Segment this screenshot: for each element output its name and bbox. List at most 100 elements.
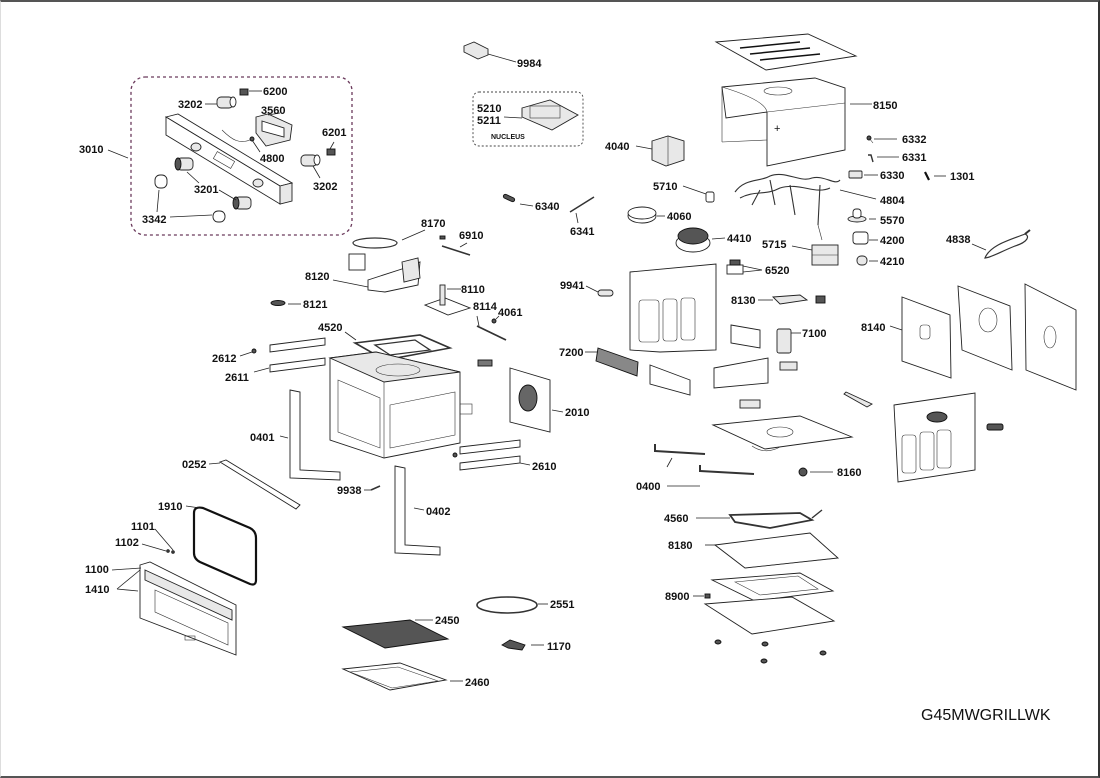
part-8110-shaft: 8110 [423,284,485,316]
case-mark: + [774,123,780,135]
pcb-group: 5210 5211 NUCLEUS [472,91,584,147]
label-2610: 2610 [532,461,556,473]
label-4560: 4560 [664,513,688,525]
part-2460-tray: 2460 [341,662,489,691]
part-6341: 6341 [569,196,594,238]
part-9941: 9941 [560,280,614,297]
label-2010: 2010 [565,407,589,419]
part-8170: 8170 [352,218,445,249]
label-6341: 6341 [570,226,594,238]
label-2611: 2611 [225,372,249,384]
label-6910: 6910 [459,230,483,242]
part-1301: 1301 [924,171,974,183]
part-4210-diode: 4210 [856,255,904,268]
part-1170-coupler: 1170 [501,639,571,653]
part-1101-1102-screws: 1101 1102 [115,521,175,554]
part-2610-rails-right: 2610 [452,439,556,473]
part-2612-2611-rails-left: 2612 2611 [212,337,326,384]
part-6331: 6331 [868,152,926,164]
part-5570-thermostat: 5570 [847,208,904,227]
part-4410-fan: 4410 [675,227,751,253]
display-module [255,113,293,147]
part-8120-bracket: 8120 [305,253,421,293]
label-2450: 2450 [435,615,459,627]
label-6331: 6331 [902,152,926,164]
rail-piece [843,391,873,408]
part-0252-strip: 0252 [182,459,301,510]
part-9938-screw: 9938 [337,485,381,497]
top-plate [714,33,858,71]
label-0252: 0252 [182,459,206,471]
part-0401-front-frame: 0401 [250,389,341,481]
control-panel-group-outline [130,76,353,236]
label-3560: 3560 [261,105,285,117]
label-4804: 4804 [880,195,905,207]
label-9938: 9938 [337,485,361,497]
part-8130: 8130 [731,294,826,307]
part-6332: 6332 [866,134,926,146]
label-9941: 9941 [560,280,584,292]
part-5710: 5710 [653,181,715,203]
part-8160: 8160 [798,467,861,479]
bottom-rear-panel [893,392,1004,483]
part-4040-magnetron: 4040 [605,135,685,167]
label-5710: 5710 [653,181,677,193]
part-2551-ring: 2551 [476,596,574,614]
encoder-right [300,154,321,167]
small-bracket [477,359,493,367]
part-8114: 8114 [473,301,507,341]
pcb-group-outline [472,91,584,147]
part-6330: 6330 [848,170,904,182]
label-4040: 4040 [605,141,629,153]
label-8114: 8114 [473,301,498,313]
knob-cap-3342b [212,210,226,223]
label-8170: 8170 [421,218,445,230]
label-3202-right: 3202 [313,181,337,193]
label-1100: 1100 [85,564,109,576]
base-plate [711,415,854,452]
label-6330: 6330 [880,170,904,182]
part-8900-feet: 8900 [665,591,827,664]
label-6201: 6201 [322,127,346,139]
part-0402-frame: 0402 [394,465,450,556]
label-4800: 4800 [260,153,284,165]
label-0400: 0400 [636,481,660,493]
label-6332: 6332 [902,134,926,146]
knob-3201b [232,196,252,210]
label-8180: 8180 [668,540,692,552]
label-8900: 8900 [665,591,689,603]
part-8180-plate: 8180 [668,532,840,569]
control-panel-group: 3010 3202 6200 3560 6201 4800 3202 3201 … [79,76,353,236]
side-panel-inner [957,285,1013,371]
part-5715-transformer: 5715 [762,239,839,266]
label-1170: 1170 [547,641,571,653]
switch-6200 [239,88,249,96]
label-8121: 8121 [303,299,327,311]
oven-cavity [328,351,473,459]
label-7200: 7200 [559,347,583,359]
label-1101: 1101 [131,521,155,533]
wire-4800 [221,129,253,142]
label-4520: 4520 [318,322,342,334]
label-0402: 0402 [426,506,450,518]
label-6340: 6340 [535,201,559,213]
part-7100: 7100 [776,328,826,354]
part-0400-rails: 0400 [636,444,755,493]
label-8150: 8150 [873,100,897,112]
label-8140: 8140 [861,322,885,334]
knob-3201a [174,157,194,171]
label-6200: 6200 [263,86,287,98]
part-4061: 4061 [491,307,522,324]
label-3342: 3342 [142,214,166,226]
encoder-top [216,96,237,109]
label-6520: 6520 [765,265,789,277]
part-8140: 8140 [861,296,952,379]
part-4200-capacitor: 4200 [852,231,904,247]
lower-tray-1 [710,572,835,602]
label-4210: 4210 [880,256,904,268]
label-4200: 4200 [880,235,904,247]
label-4060: 4060 [667,211,691,223]
label-2551: 2551 [550,599,574,611]
label-3201: 3201 [194,184,218,196]
